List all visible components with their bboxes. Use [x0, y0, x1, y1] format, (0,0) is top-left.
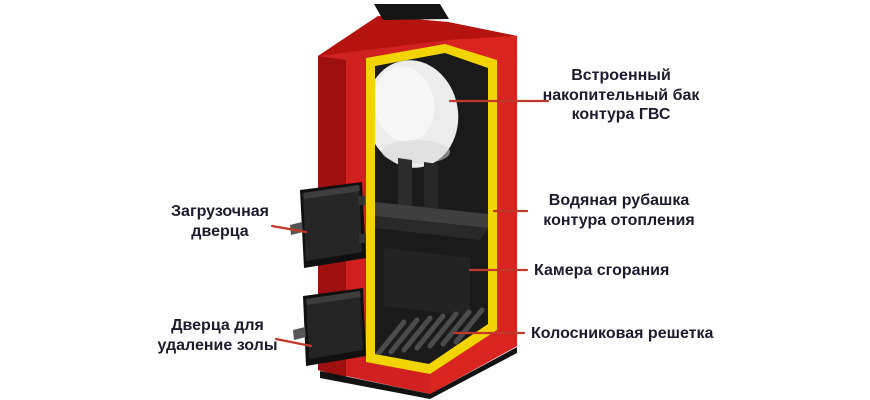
boiler-base	[320, 347, 517, 399]
grate-bar	[427, 311, 459, 349]
grate-bar	[375, 319, 407, 357]
label-jacket: Водяная рубашка контура отопления	[543, 192, 695, 229]
water-jacket-shelf	[375, 202, 488, 228]
tank-support-left	[398, 158, 412, 214]
leader-lines	[270, 99, 550, 348]
ash-door	[293, 288, 366, 366]
combustion-chamber-back	[384, 248, 470, 316]
grate-bar	[401, 315, 433, 353]
label-grate: Колосниковая решетка	[531, 325, 714, 342]
loading-door-hinge	[358, 196, 365, 205]
dhw-tank-shade	[382, 140, 450, 164]
label-tank: Встроенный накопительный бак контура ГВС	[542, 67, 700, 124]
grate-bar	[414, 313, 446, 351]
boiler-top-face	[318, 16, 517, 56]
chimney-cap	[374, 4, 449, 20]
loading-door	[290, 182, 366, 268]
loading-door-bevel	[303, 185, 360, 199]
tank-support-right	[424, 162, 438, 216]
loading-door-hinge	[359, 234, 366, 243]
grate-bar	[440, 309, 472, 347]
dhw-tank-highlight	[375, 66, 435, 142]
label-chamber: Камера сгорания	[534, 262, 670, 279]
leader-line-loaddoor	[270, 224, 308, 234]
grate-bars	[375, 307, 485, 357]
ash-door-bevel	[306, 291, 361, 305]
grate-bar	[453, 307, 485, 345]
ash-door-face	[306, 291, 363, 359]
loading-door-face	[303, 185, 362, 261]
label-loading-door: Загрузочная дверца	[171, 203, 269, 240]
label-ash-door: Дверца для удаление золы	[157, 317, 278, 354]
leader-line-ashdoor	[274, 337, 313, 348]
water-jacket-shelf-lip	[375, 216, 488, 240]
ash-door-handle	[293, 327, 306, 340]
grate-bar	[388, 317, 420, 355]
